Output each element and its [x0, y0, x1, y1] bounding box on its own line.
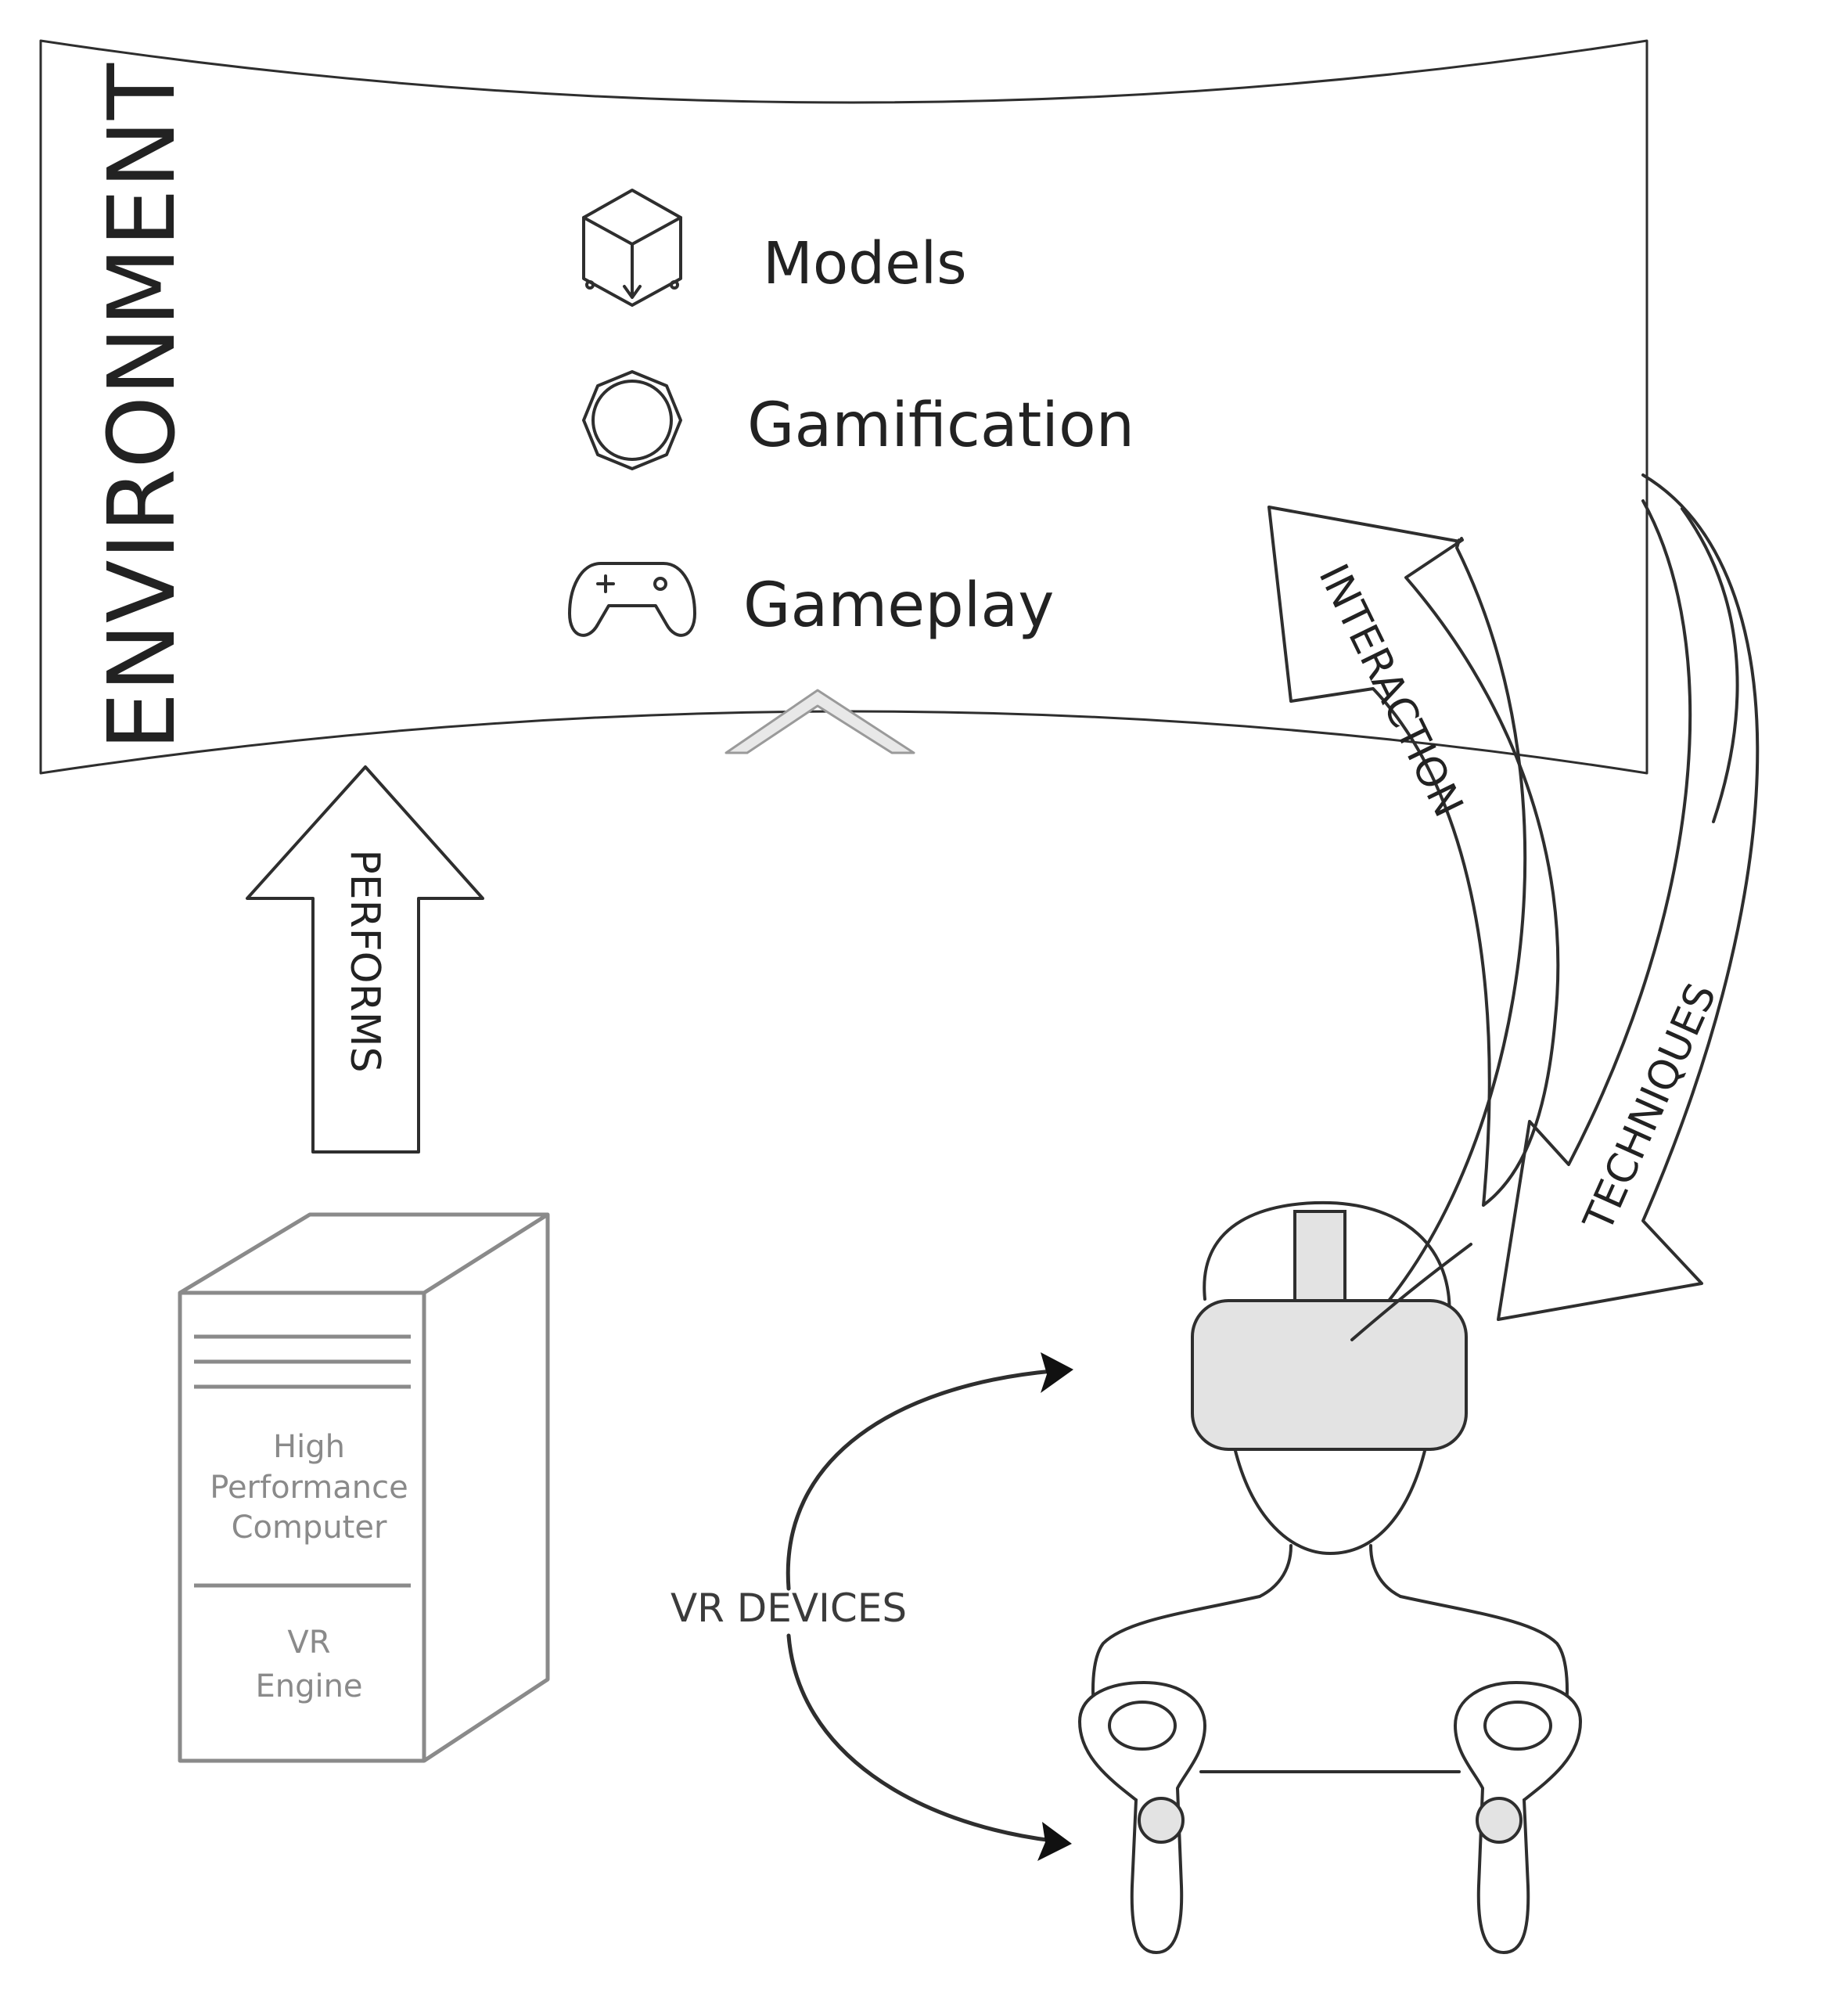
screen-stand-chevron	[724, 689, 915, 754]
computer-label-line2: Performance	[210, 1470, 408, 1506]
right-controller	[1453, 1680, 1583, 1955]
vr-user	[1077, 1200, 1583, 1955]
computer-label-line4: VR	[287, 1625, 330, 1661]
vr-headset	[1191, 1299, 1468, 1451]
computer-label-line3: Computer	[232, 1510, 387, 1546]
environment-item-gameplay: Gameplay	[743, 570, 1054, 641]
techniques-arrow	[1497, 473, 1760, 1321]
left-controller	[1077, 1680, 1207, 1955]
computer-label-line1: High	[273, 1429, 345, 1465]
environment-item-gamification: Gamification	[747, 391, 1134, 461]
environment-item-models: Models	[763, 230, 967, 297]
performs-arrow	[246, 765, 484, 1154]
circle-badge-icon	[582, 370, 682, 470]
cube-icon	[582, 189, 682, 307]
gamepad-icon	[568, 562, 696, 637]
headset-strap	[1293, 1210, 1346, 1304]
interaction-arrow	[1267, 506, 1560, 1341]
computer-tower	[178, 1212, 550, 1763]
environment-title: ENVIRONMENT	[88, 63, 196, 750]
computer-label-line5: Engine	[255, 1668, 362, 1704]
performs-label: PERFORMS	[341, 849, 388, 1072]
environment-screen	[39, 39, 1648, 775]
interaction-label: INTERACTION	[1309, 557, 1472, 825]
vr-devices-label: VR DEVICES	[671, 1585, 907, 1631]
vr-devices-arrow	[786, 1352, 1073, 1861]
